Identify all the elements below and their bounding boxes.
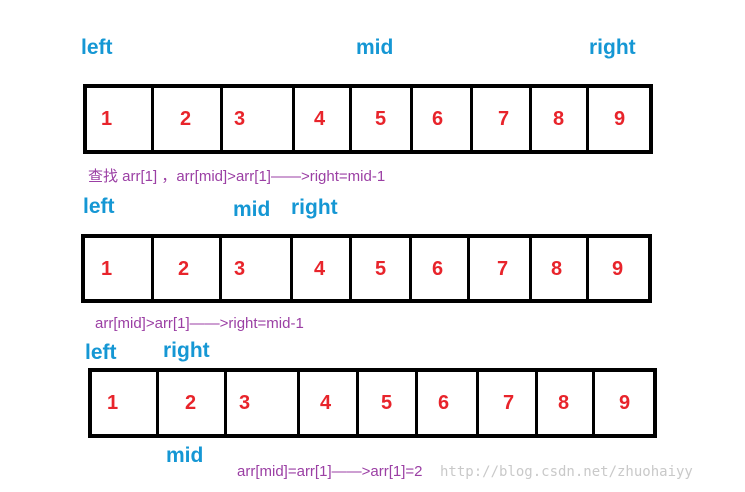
array-cell: 8 [529,238,586,299]
cell-value: 8 [553,108,565,130]
left-pointer-label: left [83,195,115,218]
left-pointer-label: left [85,341,117,364]
array-cell: 2 [151,88,220,150]
cell-value: 9 [619,392,631,414]
array-cell: 6 [410,88,470,150]
array-cell: 8 [529,88,586,150]
array-cell: 9 [586,238,648,299]
cell-value: 4 [314,257,326,280]
cell-value: 8 [558,392,570,414]
step-1-note: 查找 arr[1] ，arr[mid]>arr[1]——>right=mid-1 [88,168,386,185]
cell-value: 2 [178,257,190,280]
array-cell: 1 [85,238,151,299]
right-pointer-label: right [589,36,636,59]
array-cell: 4 [297,372,356,434]
array-cell: 7 [470,88,529,150]
array-cell: 4 [292,88,349,150]
cell-value: 8 [551,257,563,280]
array-cell: 3 [219,238,290,299]
cell-value: 9 [614,108,626,130]
array-cell: 1 [92,372,156,434]
array-cell: 6 [409,238,467,299]
cell-value: 9 [612,257,624,280]
array-cell: 5 [349,238,409,299]
cell-value: 6 [438,392,450,414]
array-row-step-1: 1 2 3 4 5 6 7 8 9 [83,84,653,154]
cell-value: 7 [498,108,510,130]
cell-value: 6 [432,257,444,280]
cell-value: 1 [101,108,113,130]
array-cell: 9 [586,88,649,150]
right-pointer-label: right [291,196,338,219]
array-cell: 6 [415,372,476,434]
cell-value: 4 [320,392,332,414]
array-cell: 7 [467,238,529,299]
cell-value: 3 [234,108,246,130]
cell-value: 7 [497,257,509,280]
array-row-step-2: 1 2 3 4 5 6 7 8 9 [81,234,652,303]
array-cell: 8 [535,372,592,434]
array-cell: 5 [349,88,410,150]
array-cell: 9 [592,372,653,434]
cell-value: 4 [314,108,326,130]
array-cell: 7 [476,372,535,434]
array-cell: 2 [156,372,224,434]
cell-value: 7 [503,392,515,414]
mid-pointer-label: mid [233,198,271,221]
array-cell: 1 [87,88,151,150]
array-cell: 2 [151,238,219,299]
cell-value: 6 [432,108,444,130]
cell-value: 3 [239,392,251,414]
array-cell: 4 [290,238,349,299]
cell-value: 2 [180,108,192,130]
cell-value: 5 [381,392,393,414]
array-row-step-3: 1 2 3 4 5 6 7 8 9 [88,368,657,438]
array-cell: 3 [220,88,292,150]
left-pointer-label: left [81,36,113,59]
step-2-note: arr[mid]>arr[1]——>right=mid-1 [95,315,304,332]
cell-value: 5 [375,257,387,280]
cell-value: 1 [101,257,113,280]
cell-value: 2 [185,392,197,414]
cell-value: 1 [107,392,119,414]
right-pointer-label: right [163,339,210,362]
watermark-text: http://blog.csdn.net/zhuohaiyy [440,464,693,480]
mid-pointer-label: mid [166,444,204,467]
array-cell: 3 [224,372,297,434]
mid-pointer-label: mid [356,36,394,59]
cell-value: 3 [234,257,246,280]
cell-value: 5 [375,108,387,130]
step-3-note: arr[mid]=arr[1]——>arr[1]=2 [237,463,423,480]
array-cell: 5 [356,372,415,434]
